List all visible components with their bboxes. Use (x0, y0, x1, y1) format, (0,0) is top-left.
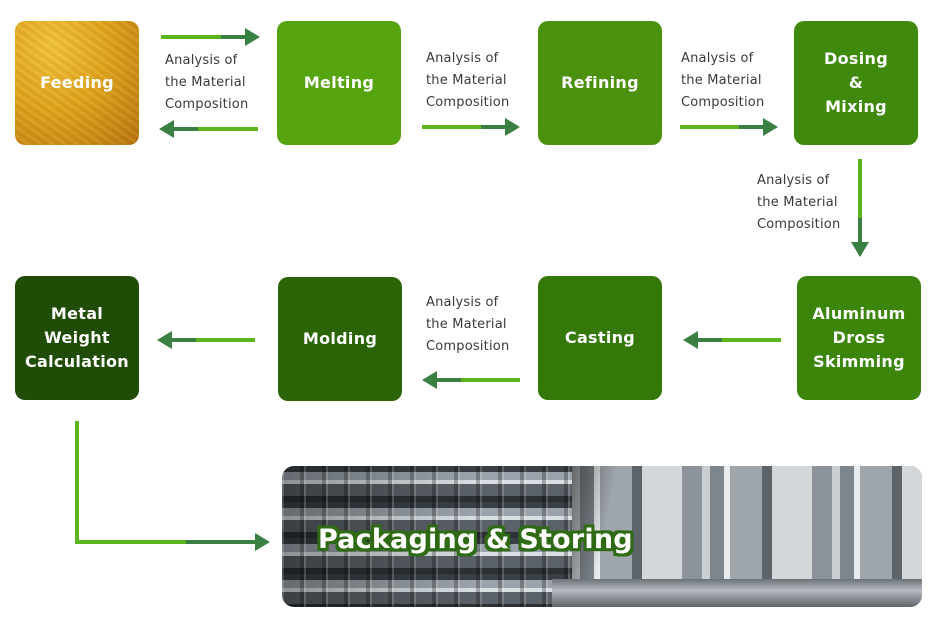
arrow-right-icon (680, 118, 778, 136)
step-feeding: Feeding (15, 21, 139, 145)
step-label: Molding (302, 329, 378, 348)
analysis-note: Analysis of the Material Composition (426, 51, 510, 110)
banner-title: Packaging & Storing (318, 524, 633, 555)
step-label: Feeding (40, 73, 114, 92)
step-label: Dosing & Mixing (824, 49, 888, 116)
arrow-elbow-icon (75, 421, 270, 551)
analysis-note: Analysis of the Material Composition (757, 173, 841, 232)
arrow-right-icon (161, 28, 260, 46)
arrow-down-icon (851, 159, 869, 257)
step-label: Metal Weight Calculation (25, 304, 129, 371)
ingot-stack-image (282, 466, 572, 607)
step-label: Melting (303, 73, 375, 92)
arrow-left-icon (157, 331, 255, 349)
step-metal-weight-calculation: Metal Weight Calculation (15, 276, 139, 400)
analysis-note: Analysis of the Material Composition (165, 53, 249, 112)
step-casting: Casting (538, 276, 662, 400)
analysis-note: Analysis of the Material Composition (681, 51, 765, 110)
arrow-left-icon (159, 120, 258, 138)
step-melting: Melting (277, 21, 401, 145)
analysis-note: Analysis of the Material Composition (426, 295, 510, 354)
ingot-base-image (552, 579, 922, 607)
step-label: Aluminum Dross Skimming (812, 304, 906, 371)
arrow-left-icon (422, 371, 520, 389)
arrow-right-icon (422, 118, 520, 136)
step-dosing-mixing: Dosing & Mixing (794, 21, 918, 145)
step-aluminum-dross-skimming: Aluminum Dross Skimming (797, 276, 921, 400)
step-molding: Molding (278, 277, 402, 401)
step-refining: Refining (538, 21, 662, 145)
step-label: Refining (561, 73, 639, 92)
packaging-storing-banner: Packaging & Storing (282, 466, 922, 607)
arrow-left-icon (683, 331, 781, 349)
step-label: Casting (564, 328, 636, 347)
